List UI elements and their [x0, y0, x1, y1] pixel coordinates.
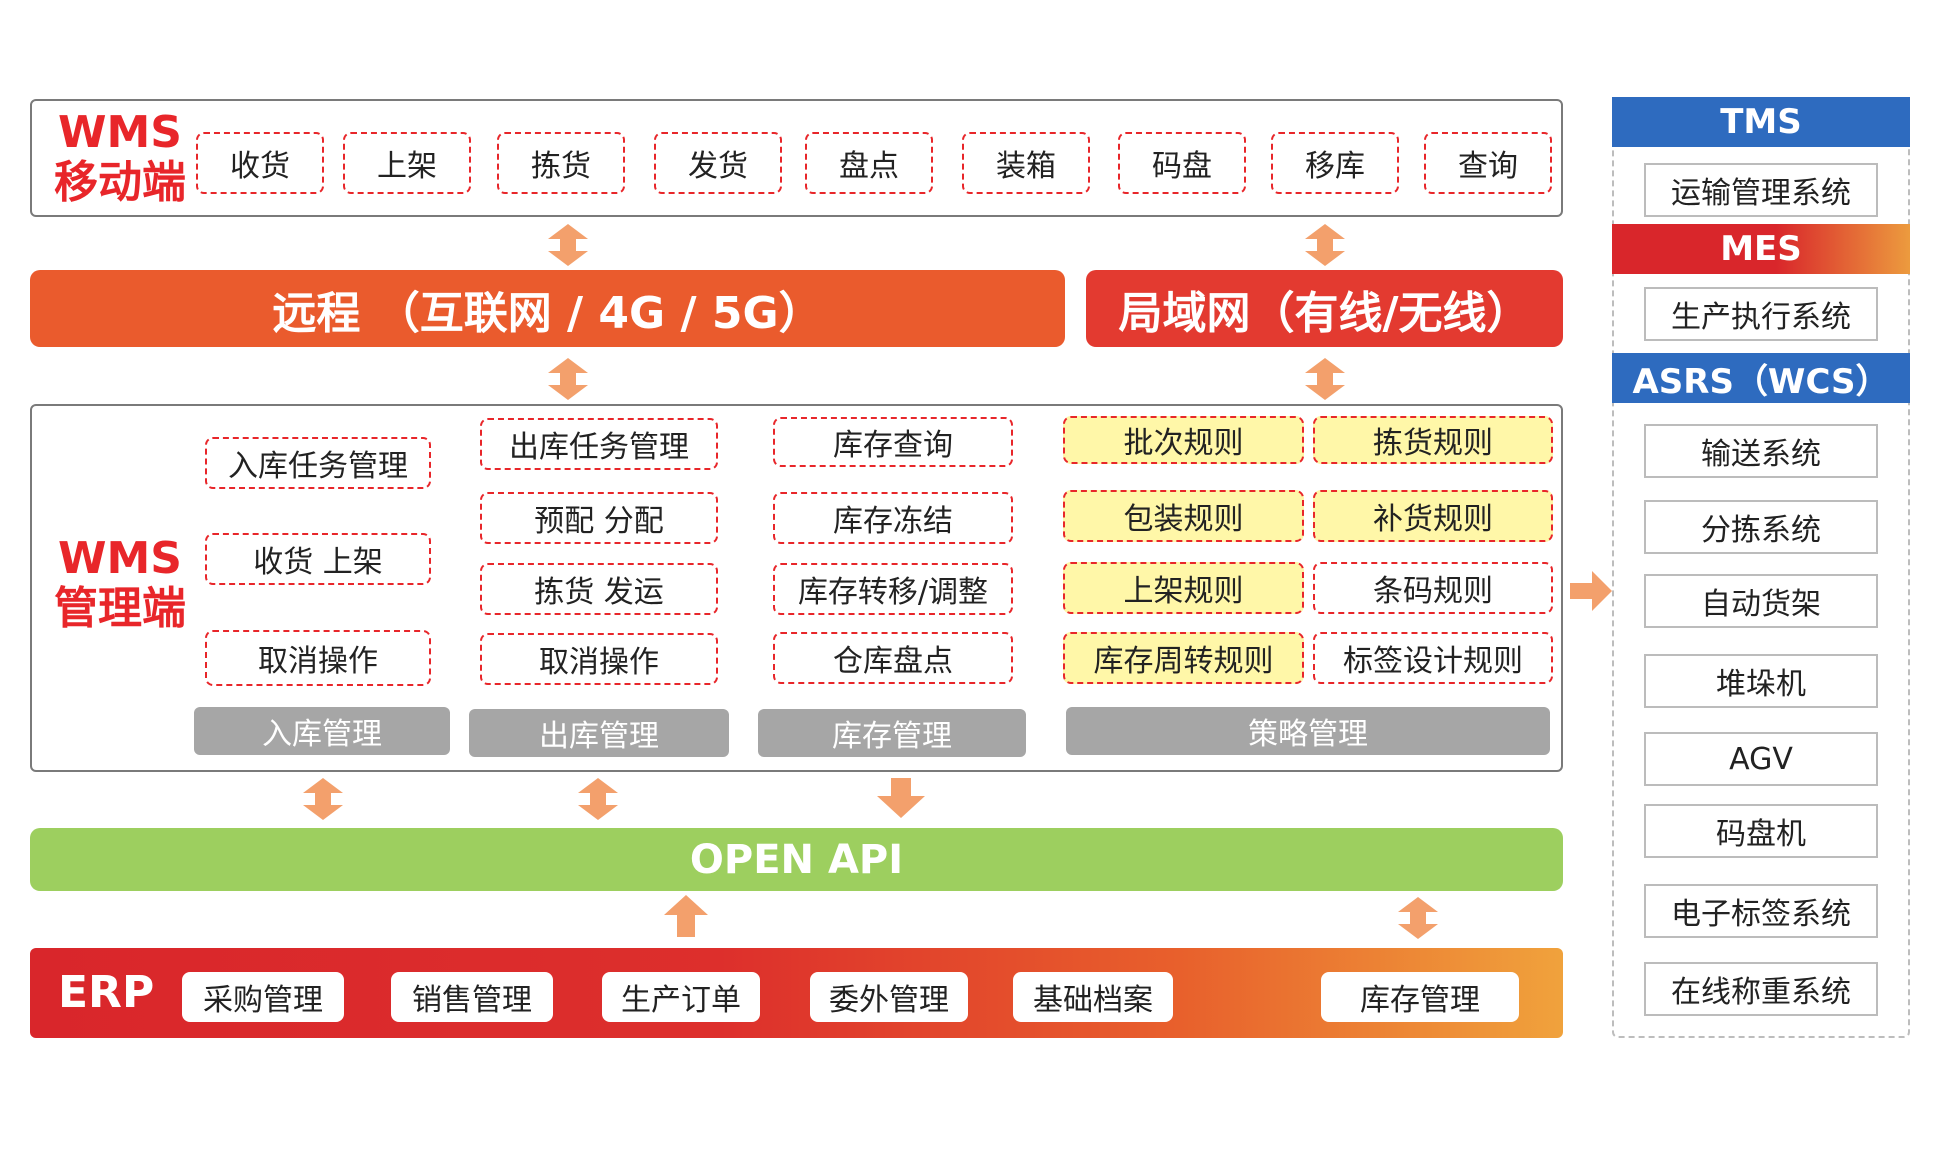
erp-item-inventory[interactable]: 库存管理	[1321, 972, 1519, 1022]
erp-item-sales[interactable]: 销售管理	[391, 972, 553, 1022]
asrs-electronic-label-system[interactable]: 电子标签系统	[1644, 884, 1878, 938]
tms-transport-system[interactable]: 运输管理系统	[1644, 163, 1878, 217]
asrs-automatic-shelf[interactable]: 自动货架	[1644, 574, 1878, 628]
wms-management-title-line1: WMS	[57, 533, 182, 584]
double-arrow-icon	[1398, 897, 1438, 939]
strategy-picking-rule[interactable]: 拣货规则	[1313, 416, 1553, 464]
mobile-item-picking[interactable]: 拣货	[497, 132, 625, 194]
asrs-online-weighing-system[interactable]: 在线称重系统	[1644, 962, 1878, 1016]
arrow-up-icon	[664, 895, 708, 937]
wms-mobile-title: WMS 移动端	[50, 108, 190, 208]
erp-item-master-data[interactable]: 基础档案	[1013, 972, 1173, 1022]
mobile-item-transfer[interactable]: 移库	[1271, 132, 1399, 194]
strategy-label-design-rule[interactable]: 标签设计规则	[1313, 632, 1553, 684]
erp-item-outsourcing[interactable]: 委外管理	[810, 972, 968, 1022]
double-arrow-icon	[548, 224, 588, 266]
strategy-packing-rule[interactable]: 包装规则	[1063, 490, 1304, 542]
remote-network-bar: 远程 （互联网 / 4G / 5G）	[30, 270, 1065, 347]
asrs-stacker[interactable]: 堆垛机	[1644, 654, 1878, 708]
outbound-picking-shipping[interactable]: 拣货 发运	[480, 563, 718, 615]
asrs-palletizer[interactable]: 码盘机	[1644, 804, 1878, 858]
wms-mobile-title-line2: 移动端	[54, 157, 186, 208]
arrow-down-icon	[877, 778, 925, 818]
wms-management-title: WMS 管理端	[50, 534, 190, 634]
mobile-item-putaway[interactable]: 上架	[343, 132, 471, 194]
inventory-transfer-adjust[interactable]: 库存转移/调整	[773, 563, 1013, 615]
outbound-management-label: 出库管理	[469, 709, 729, 757]
outbound-cancel[interactable]: 取消操作	[480, 633, 718, 685]
double-arrow-icon	[303, 778, 343, 820]
mobile-item-packing[interactable]: 装箱	[962, 132, 1090, 194]
mobile-item-stocktake[interactable]: 盘点	[805, 132, 933, 194]
erp-item-purchase[interactable]: 采购管理	[182, 972, 344, 1022]
double-arrow-icon	[1305, 224, 1345, 266]
strategy-turnover-rule[interactable]: 库存周转规则	[1063, 632, 1304, 684]
asrs-header: ASRS（WCS）	[1612, 353, 1910, 403]
asrs-agv[interactable]: AGV	[1644, 732, 1878, 786]
strategy-putaway-rule[interactable]: 上架规则	[1063, 562, 1304, 614]
double-arrow-icon	[548, 358, 588, 400]
tms-header: TMS	[1612, 97, 1910, 147]
mobile-item-shipping[interactable]: 发货	[654, 132, 782, 194]
strategy-management-label: 策略管理	[1066, 707, 1550, 755]
strategy-replenish-rule[interactable]: 补货规则	[1313, 490, 1553, 542]
asrs-conveyor-system[interactable]: 输送系统	[1644, 424, 1878, 478]
arrow-right-icon	[1570, 571, 1612, 611]
outbound-allocation[interactable]: 预配 分配	[480, 492, 718, 544]
erp-item-production-order[interactable]: 生产订单	[602, 972, 760, 1022]
mobile-item-receive[interactable]: 收货	[196, 132, 324, 194]
outbound-task-management[interactable]: 出库任务管理	[480, 418, 718, 470]
inventory-query[interactable]: 库存查询	[773, 417, 1013, 467]
lan-network-bar: 局域网（有线/无线）	[1086, 270, 1563, 347]
inventory-management-label: 库存管理	[758, 709, 1026, 757]
warehouse-stocktake[interactable]: 仓库盘点	[773, 632, 1013, 684]
inbound-receive-putaway[interactable]: 收货 上架	[205, 533, 431, 585]
erp-title: ERP	[58, 967, 155, 1018]
mes-header: MES	[1612, 224, 1910, 274]
mes-production-system[interactable]: 生产执行系统	[1644, 287, 1878, 341]
inbound-management-label: 入库管理	[194, 707, 450, 755]
inbound-task-management[interactable]: 入库任务管理	[205, 437, 431, 489]
open-api-bar: OPEN API	[30, 828, 1563, 891]
double-arrow-icon	[578, 778, 618, 820]
wms-mobile-title-line1: WMS	[57, 107, 182, 158]
mobile-item-query[interactable]: 查询	[1424, 132, 1552, 194]
mobile-item-palletizing[interactable]: 码盘	[1118, 132, 1246, 194]
asrs-sorting-system[interactable]: 分拣系统	[1644, 500, 1878, 554]
double-arrow-icon	[1305, 358, 1345, 400]
strategy-batch-rule[interactable]: 批次规则	[1063, 416, 1304, 464]
inventory-freeze[interactable]: 库存冻结	[773, 492, 1013, 544]
strategy-barcode-rule[interactable]: 条码规则	[1313, 562, 1553, 614]
wms-management-title-line2: 管理端	[54, 583, 186, 634]
inbound-cancel[interactable]: 取消操作	[205, 630, 431, 686]
